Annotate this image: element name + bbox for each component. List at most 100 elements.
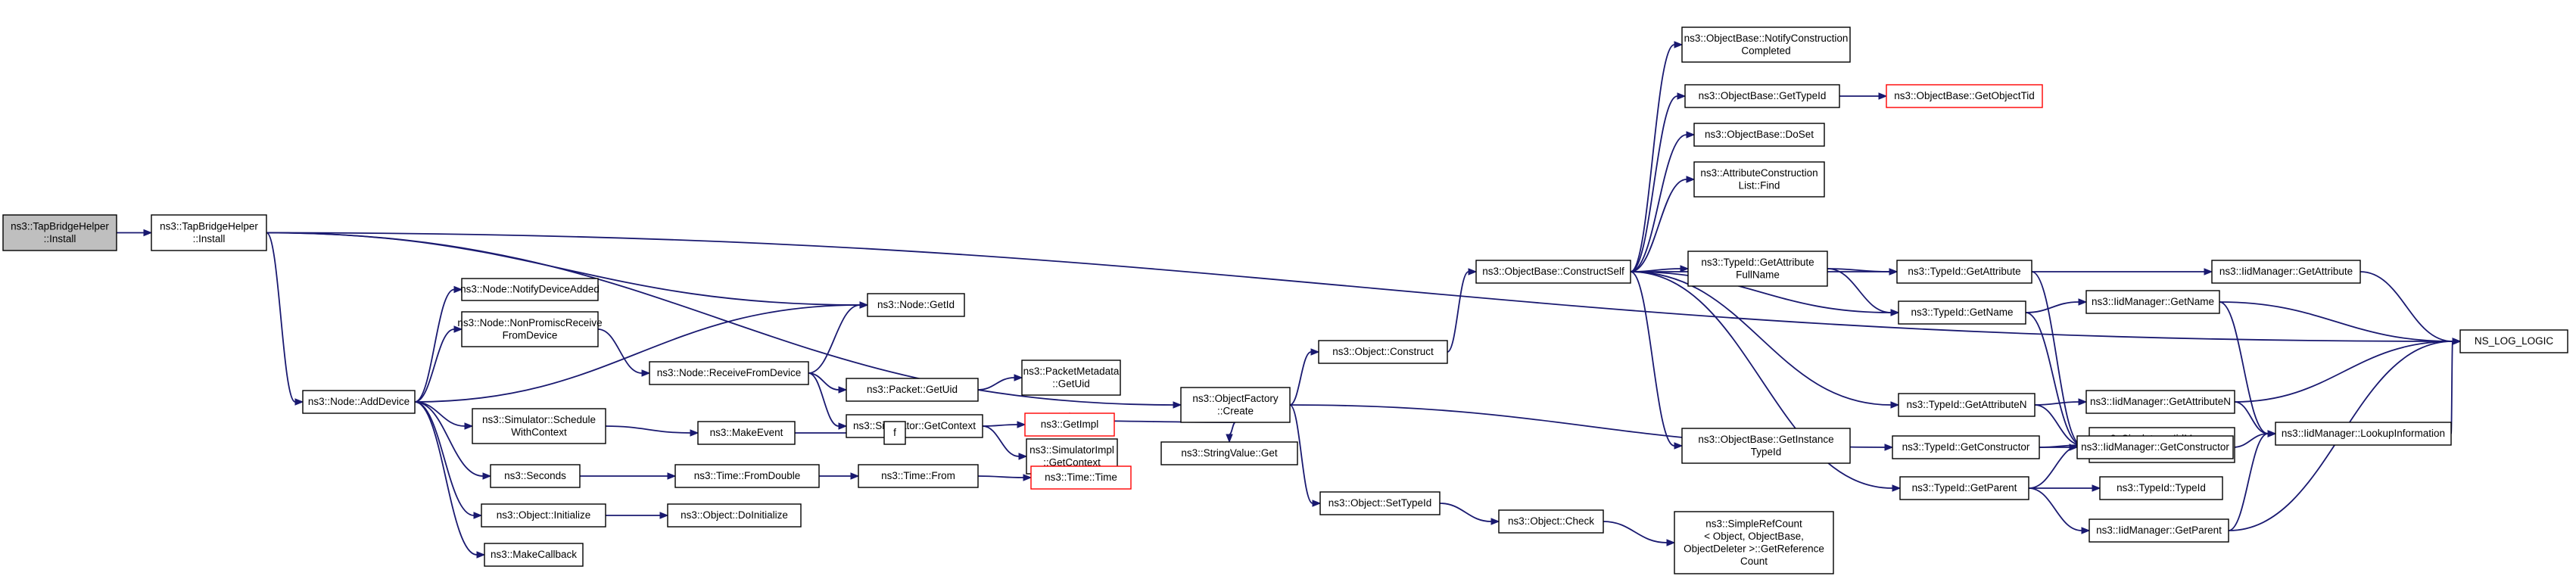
node-label: ns3::IidManager::GetConstructor xyxy=(2081,441,2229,453)
edge-ofcreate-strget xyxy=(1226,422,1236,444)
node-label: ns3::Node::NonPromiscReceive xyxy=(457,317,602,328)
node-label: ns3::AttributeConstruction xyxy=(1700,167,1818,179)
node-box xyxy=(472,408,606,444)
node-box xyxy=(1693,123,1825,147)
node-box xyxy=(1024,412,1115,437)
node-seconds[interactable]: ns3::Seconds xyxy=(490,464,581,488)
node-label: Count xyxy=(1740,556,1768,567)
node-label: ns3::ObjectBase::GetInstance xyxy=(1698,434,1833,445)
node-box xyxy=(1687,251,1828,287)
node-label: ns3::Object::DoInitialize xyxy=(681,509,788,521)
node-imgetctor[interactable]: ns3::IidManager::GetConstructor xyxy=(2076,435,2234,459)
node-getid[interactable]: ns3::Node::GetId xyxy=(867,293,965,317)
node-lookup[interactable]: ns3::IidManager::LookupInformation xyxy=(2275,422,2452,446)
node-label: ns3::Node::ReceiveFromDevice xyxy=(657,367,802,378)
node-box xyxy=(484,543,584,567)
node-objinit[interactable]: ns3::Object::Initialize xyxy=(481,503,606,528)
node-label: ns3::ObjectFactory xyxy=(1192,393,1279,404)
node-label: ns3::GetImpl xyxy=(1041,419,1099,430)
node-ofcreate[interactable]: ns3::ObjectFactory::Create xyxy=(1180,387,1291,423)
node-tgetname[interactable]: ns3::TypeId::GetName xyxy=(1898,300,2026,325)
node-constructself[interactable]: ns3::ObjectBase::ConstructSelf xyxy=(1475,260,1631,284)
edge-tgetname-imgetname xyxy=(2025,298,2088,313)
node-label: ns3::StringValue::Get xyxy=(1181,447,1278,459)
arrowhead xyxy=(2078,398,2088,406)
node-tgetattrn[interactable]: ns3::TypeId::GetAttributeN xyxy=(1898,393,2036,417)
node-label: ns3::Object::SetTypeId xyxy=(1328,497,1432,509)
node-adddev[interactable]: ns3::Node::AddDevice xyxy=(302,390,416,414)
node-ttypeid[interactable]: ns3::TypeId::TypeId xyxy=(2099,476,2223,500)
node-simctx[interactable]: ns3::Simulator::GetContext xyxy=(846,414,983,438)
node-pmuid[interactable]: ns3::PacketMetadata::GetUid xyxy=(1021,360,1121,396)
node-srcount[interactable]: ns3::SimpleRefCount< Object, ObjectBase,… xyxy=(1674,511,1834,574)
node-label: f xyxy=(893,427,896,438)
edge-imgetname-nslog xyxy=(2219,301,2462,345)
node-root[interactable]: ns3::TapBridgeHelper::Install xyxy=(2,214,117,251)
node-fromdouble[interactable]: ns3::Time::FromDouble xyxy=(674,464,820,488)
node-label: ns3::MakeCallback xyxy=(491,549,577,560)
node-strget[interactable]: ns3::StringValue::Get xyxy=(1160,441,1298,465)
node-notify[interactable]: ns3::Node::NotifyDeviceAdded xyxy=(460,278,600,301)
node-imgetname[interactable]: ns3::IidManager::GetName xyxy=(2085,290,2220,314)
node-getobjtid[interactable]: ns3::ObjectBase::GetObjectTid xyxy=(1886,84,2043,108)
node-imgetattr[interactable]: ns3::IidManager::GetAttribute xyxy=(2211,260,2361,284)
arrowhead xyxy=(659,512,669,519)
node-settid[interactable]: ns3::Object::SetTypeId xyxy=(1319,491,1441,515)
node-box xyxy=(1693,161,1825,198)
node-mkcb[interactable]: ns3::MakeCallback xyxy=(484,543,584,567)
node-getuid[interactable]: ns3::Packet::GetUid xyxy=(846,378,979,402)
arrowhead xyxy=(143,229,153,237)
node-label: ns3::Time::From xyxy=(881,470,955,481)
node-box xyxy=(2085,390,2235,414)
arrowhead xyxy=(1468,268,1478,275)
node-getimpl[interactable]: ns3::GetImpl xyxy=(1024,412,1115,437)
node-tgetattr[interactable]: ns3::TypeId::GetAttribute xyxy=(1896,260,2032,284)
arrowhead xyxy=(1666,539,1676,546)
node-box xyxy=(858,464,979,488)
node-tgetctor[interactable]: ns3::TypeId::GetConstructor xyxy=(1892,435,2040,459)
node-box xyxy=(1674,511,1834,574)
node-obgettid[interactable]: ns3::ObjectBase::GetTypeId xyxy=(1684,84,1840,108)
node-check[interactable]: ns3::Object::Check xyxy=(1498,509,1604,534)
node-objconstruct[interactable]: ns3::Object::Construct xyxy=(1318,340,1448,364)
node-f[interactable]: f xyxy=(883,421,906,445)
node-timefrom[interactable]: ns3::Time::From xyxy=(858,464,979,488)
arrowhead xyxy=(1018,453,1028,460)
node-tgetparent[interactable]: ns3::TypeId::GetParent xyxy=(1899,476,2029,500)
node-doinit[interactable]: ns3::Object::DoInitialize xyxy=(667,503,802,528)
node-box xyxy=(1021,360,1121,396)
node-box xyxy=(846,414,983,438)
node-mkevent[interactable]: ns3::MakeEvent xyxy=(697,421,796,445)
node-recv[interactable]: ns3::Node::ReceiveFromDevice xyxy=(649,361,809,385)
node-doset[interactable]: ns3::ObjectBase::DoSet xyxy=(1693,123,1825,147)
edge-sched-mkevent xyxy=(605,425,699,437)
node-box xyxy=(461,311,599,347)
node-nslog[interactable]: NS_LOG_LOGIC xyxy=(2459,329,2568,353)
arrowhead xyxy=(482,472,492,480)
edge-recv-simctx xyxy=(808,372,848,430)
edge-tbh-ofcreate xyxy=(266,232,1182,409)
arrowhead xyxy=(1892,484,1902,492)
node-tbh[interactable]: ns3::TapBridgeHelper::Install xyxy=(151,214,267,251)
edge-constructself-attrfind xyxy=(1630,176,1696,272)
node-box xyxy=(481,503,606,528)
node-notifyconst[interactable]: ns3::ObjectBase::NotifyConstructionCompl… xyxy=(1681,26,1851,63)
node-box xyxy=(1684,84,1840,108)
node-label: ns3::ObjectBase::DoSet xyxy=(1705,129,1814,140)
node-box xyxy=(2275,422,2452,446)
node-label: ns3::Time::FromDouble xyxy=(694,470,801,481)
edge-ofcreate-settid xyxy=(1289,404,1322,507)
call-nodes: ns3::TapBridgeHelper::Install ns3::TapBri… xyxy=(2,26,2568,574)
edge-objconstruct-constructself xyxy=(1447,268,1478,353)
node-timetime[interactable]: ns3::Time::Time xyxy=(1030,465,1132,490)
node-imgetparent[interactable]: ns3::IidManager::GetParent xyxy=(2089,518,2229,543)
node-label: ns3::IidManager::GetAttributeN xyxy=(2090,396,2231,407)
node-label: < Object, ObjectBase, xyxy=(1704,531,1804,542)
edge-imgetattr-nslog xyxy=(2360,271,2462,345)
node-imgetattrn[interactable]: ns3::IidManager::GetAttributeN xyxy=(2085,390,2235,414)
